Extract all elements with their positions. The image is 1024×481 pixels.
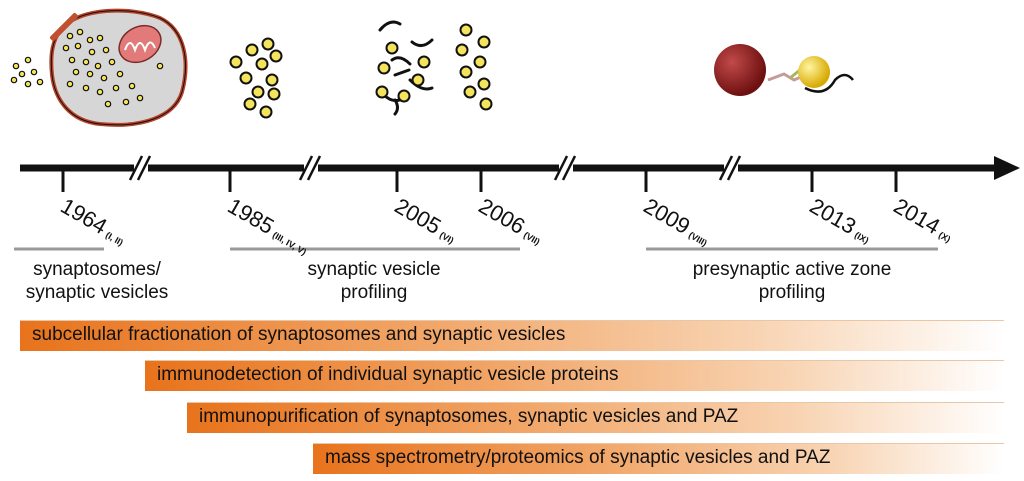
era-label-paz-profiling: presynaptic active zone profiling — [692, 259, 892, 303]
paz-bead-icon — [714, 44, 854, 96]
vesicle-icon — [122, 98, 130, 106]
vesicle-icon — [96, 34, 104, 42]
vesicle-antibody-icon — [375, 20, 434, 116]
vesicle-icon — [74, 42, 82, 50]
vesicle-icon — [102, 46, 110, 54]
vesicle-icon — [82, 84, 90, 92]
axis-break-icon — [726, 155, 742, 181]
vesicle-icon — [251, 85, 265, 99]
vesicle-icon — [86, 36, 94, 44]
vesicle-icon — [265, 73, 279, 87]
mitochondrion-icon — [118, 24, 162, 64]
synaptosome-icon — [10, 8, 188, 127]
vesicle-icon — [24, 80, 32, 88]
arrowhead-icon — [994, 156, 1020, 180]
vesicle-icon — [411, 73, 425, 87]
vesicle-icon — [377, 61, 391, 75]
axis-break-icon — [718, 155, 734, 181]
vesicle-icon — [375, 85, 389, 99]
vesicle-icon — [245, 43, 259, 57]
vesicle-icon — [66, 80, 74, 88]
vesicle-icon — [267, 87, 281, 101]
vesicle-icon — [261, 37, 275, 51]
vesicle-icon — [156, 62, 164, 70]
axis-break-icon — [306, 155, 322, 181]
vesicle-icon — [243, 97, 257, 111]
vesicle-icon — [66, 32, 74, 40]
vesicle-icon — [239, 71, 253, 85]
vesicle-icon — [255, 57, 269, 71]
vesicle-icon — [10, 76, 18, 84]
vesicle-icon — [94, 62, 102, 70]
vesicle-icon — [112, 84, 120, 92]
axis-break-icon — [553, 155, 569, 181]
vesicle-icon — [96, 88, 104, 96]
vesicle-column-icon — [455, 23, 493, 111]
vesicle-icon — [82, 58, 90, 66]
method-bar-mass-spectrometry: mass spectrometry/proteomics of synaptic… — [313, 443, 1004, 474]
vesicle-icon — [104, 100, 112, 108]
vesicle-icon — [88, 48, 96, 56]
vesicle-icon — [86, 70, 94, 78]
vesicle-icon — [116, 70, 124, 78]
vesicle-icon — [269, 49, 283, 63]
active-zone-bar — [49, 12, 79, 42]
vesicle-icon — [473, 55, 487, 69]
vesicle-icon — [76, 28, 84, 36]
method-bar-immunodetection: immunodetection of individual synaptic v… — [145, 360, 1004, 391]
vesicle-icon — [128, 82, 136, 90]
timeline-axis — [14, 155, 1020, 251]
vesicle-icon — [477, 77, 491, 91]
method-bar-fractionation: subcellular fractionation of synaptosome… — [20, 320, 1004, 351]
era-label-synaptosomes: synaptosomes/ synaptic vesicles — [25, 259, 169, 303]
vesicle-icon — [459, 65, 473, 79]
method-bar-immunopurification: immunopurification of synaptosomes, syna… — [187, 402, 1004, 433]
vesicle-icon — [30, 68, 38, 76]
vesicle-icon — [479, 97, 493, 111]
axis-break-icon — [298, 155, 314, 181]
vesicle-icon — [229, 55, 243, 69]
vesicle-icon — [100, 74, 108, 82]
vesicle-icon — [136, 94, 144, 102]
era-label-sv-profiling: synaptic vesicle profiling — [307, 259, 441, 303]
vesicle-icon — [12, 62, 20, 70]
red-bead — [714, 44, 766, 96]
vesicle-cluster-icon — [229, 37, 283, 119]
vesicle-icon — [463, 85, 477, 99]
vesicle-icon — [18, 70, 26, 78]
vesicle-icon — [459, 23, 473, 37]
yellow-bead — [798, 56, 830, 88]
vesicle-icon — [455, 43, 469, 57]
vesicle-icon — [108, 58, 116, 66]
vesicle-icon — [417, 55, 431, 69]
vesicle-icon — [68, 56, 76, 64]
vesicle-icon — [62, 44, 70, 52]
vesicle-icon — [24, 56, 32, 64]
axis-break-icon — [128, 155, 144, 181]
axis-break-icon — [561, 155, 577, 181]
vesicle-icon — [385, 41, 399, 55]
vesicle-icon — [72, 68, 80, 76]
vesicle-icon — [36, 78, 44, 86]
vesicle-icon — [397, 89, 411, 103]
vesicle-icon — [477, 35, 491, 49]
axis-break-icon — [136, 155, 152, 181]
vesicle-icon — [259, 105, 273, 119]
